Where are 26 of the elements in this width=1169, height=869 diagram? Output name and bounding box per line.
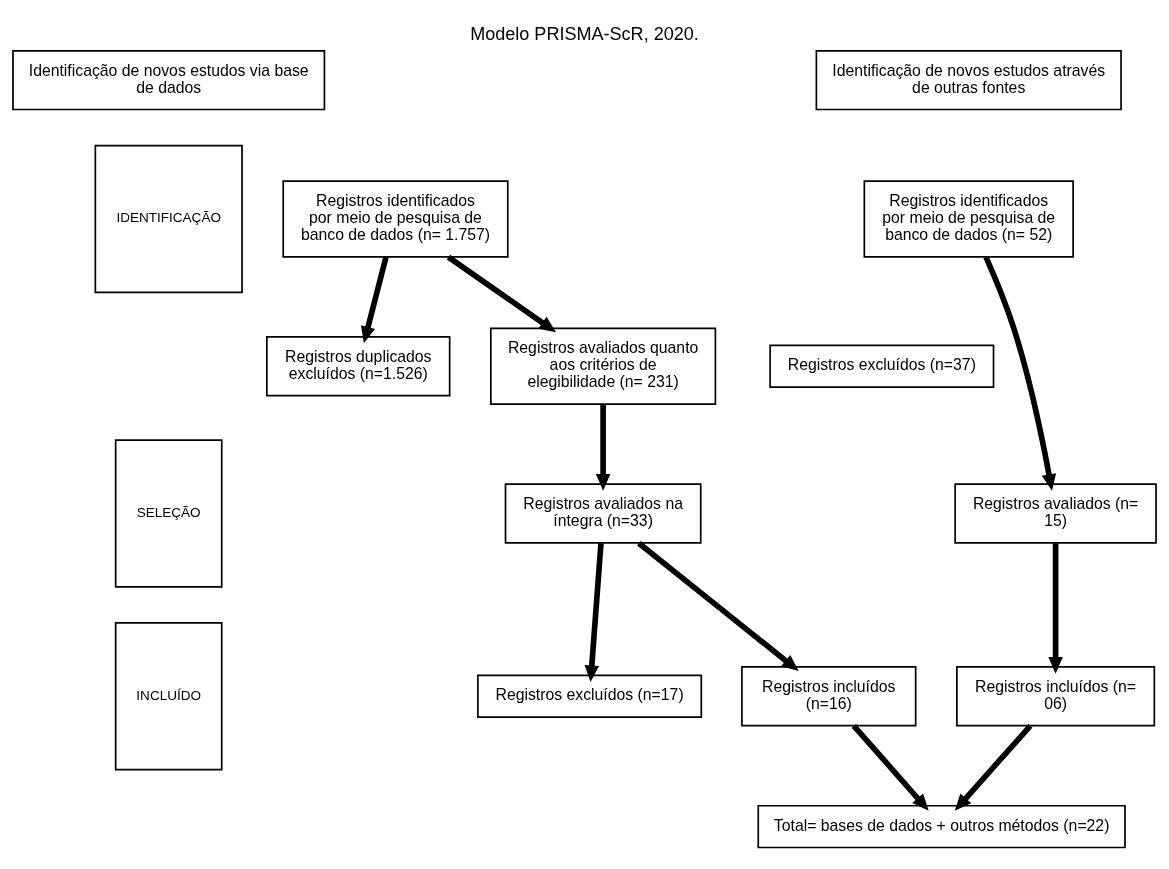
node-box: Registros incluídos (n= 06) [956,666,1156,727]
node-box: Registros excluídos (n=37) [769,344,995,388]
node-box: Registros identificados por meio de pesquisa de banco de dados (n= 1.757) [282,180,509,258]
arrow [446,254,557,333]
node-box: Registros excluídos (n=17) [477,674,703,718]
node-box: SELEÇÃO [114,439,223,588]
node-box: Registros incluídos (n=16) [741,666,917,727]
arrow [595,404,611,491]
node-box: Registros duplicados excluídos (n=1.526) [266,336,451,397]
node-box: Identificação de novos estudos através de outras fontes [815,50,1122,111]
node-box: Registros identificados por meio de pesquisa de banco de dados (n= 52) [863,180,1074,258]
arrow [983,256,1057,491]
node-box: Registros avaliados na íntegra (n=33) [504,483,702,544]
diagram-title: Modelo PRISMA-ScR, 2020. [470,24,699,45]
arrow [851,723,929,811]
node-box: IDENTIFICAÇÃO [94,144,243,294]
node-box: Registros avaliados quanto aos critérios de elegibilidade (n= 231) [490,327,717,405]
node-box: Identificação de novos estudos via base de dados [12,50,326,111]
arrow [584,543,604,683]
arrow [360,256,389,344]
arrow [637,541,799,672]
arrow [954,723,1033,811]
node-box: Registros avaliados (n= 15) [954,483,1157,544]
node-box: INCLUÍDO [114,622,223,771]
arrow [1048,543,1063,674]
node-box: Total= bases de dados + outros métodos (n=22) [757,804,1126,849]
